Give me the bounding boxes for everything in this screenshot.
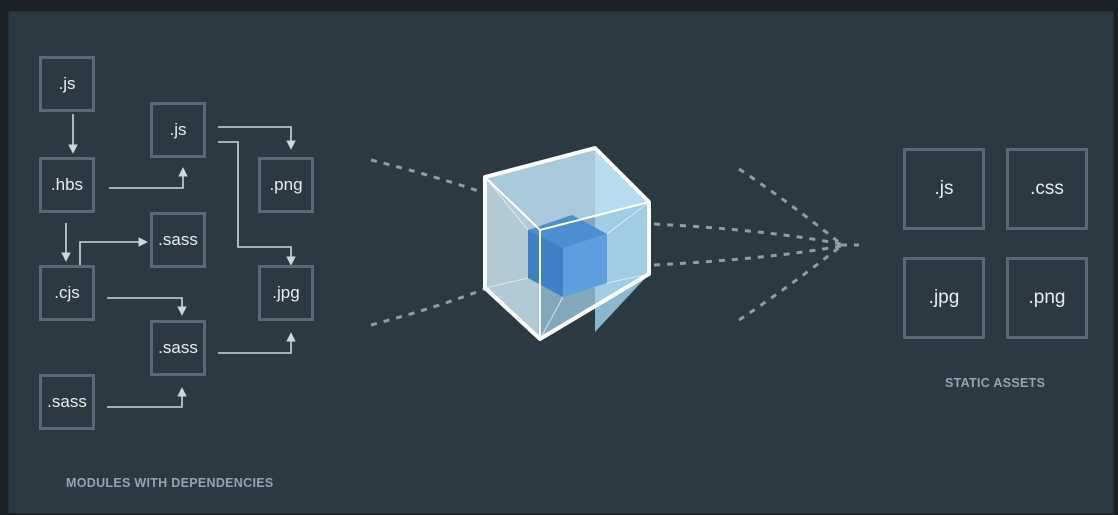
diagram-canvas: .js .js .hbs .png .sass .cjs .jpg .sass … [8, 11, 1114, 514]
flow-line-in-bottom [370, 286, 488, 327]
webpack-cube-icon [483, 146, 651, 341]
asset-png: .png [1006, 257, 1088, 339]
asset-label: .js [934, 178, 954, 199]
asset-js: .js [903, 148, 985, 230]
flow-line-out-arc-top [738, 167, 842, 246]
arrow-cjs-to-sass-2 [107, 297, 187, 316]
modules-caption: MODULES WITH DEPENDENCIES [66, 476, 274, 490]
flow-line-out-bottom [653, 244, 842, 267]
flow-line-out-arc-bottom [738, 244, 842, 322]
module-label: .sass [158, 338, 198, 357]
arrow-hbs-to-js [109, 167, 188, 189]
module-js-1: .js [39, 56, 95, 112]
module-label: .png [269, 175, 303, 194]
arrow-sass-to-sass [107, 387, 187, 408]
module-js-2: .js [150, 102, 206, 158]
dependency-arrows [61, 114, 296, 408]
module-label: .sass [158, 230, 198, 249]
assets-caption: STATIC ASSETS [945, 376, 1046, 390]
module-label: .jpg [272, 283, 300, 302]
arrow-js-to-png [218, 126, 296, 150]
asset-label: .css [1030, 178, 1064, 199]
module-hbs: .hbs [39, 157, 95, 213]
asset-jpg: .jpg [903, 257, 985, 339]
module-sass-2: .sass [150, 320, 206, 376]
flow-line-in-top [370, 158, 488, 196]
diagram-svg [61, 114, 859, 408]
module-cjs: .cjs [39, 265, 95, 321]
asset-label: .png [1028, 287, 1066, 308]
module-label: .js [169, 120, 187, 139]
flow-lines [370, 158, 859, 327]
flow-line-out-top [653, 222, 842, 246]
module-png: .png [258, 157, 314, 213]
module-sass-1: .sass [150, 212, 206, 268]
asset-css: .css [1006, 148, 1088, 230]
module-sass-3: .sass [39, 374, 95, 430]
arrow-sass-to-jpg [218, 332, 296, 354]
module-label: .js [58, 74, 76, 93]
module-label: .hbs [50, 175, 84, 194]
arrow-cjs-to-sass [79, 237, 148, 267]
arrow-js-to-jpg [218, 141, 296, 266]
module-jpg: .jpg [258, 265, 314, 321]
asset-label: .jpg [928, 287, 960, 308]
module-label: .cjs [54, 283, 80, 302]
module-label: .sass [47, 392, 87, 411]
